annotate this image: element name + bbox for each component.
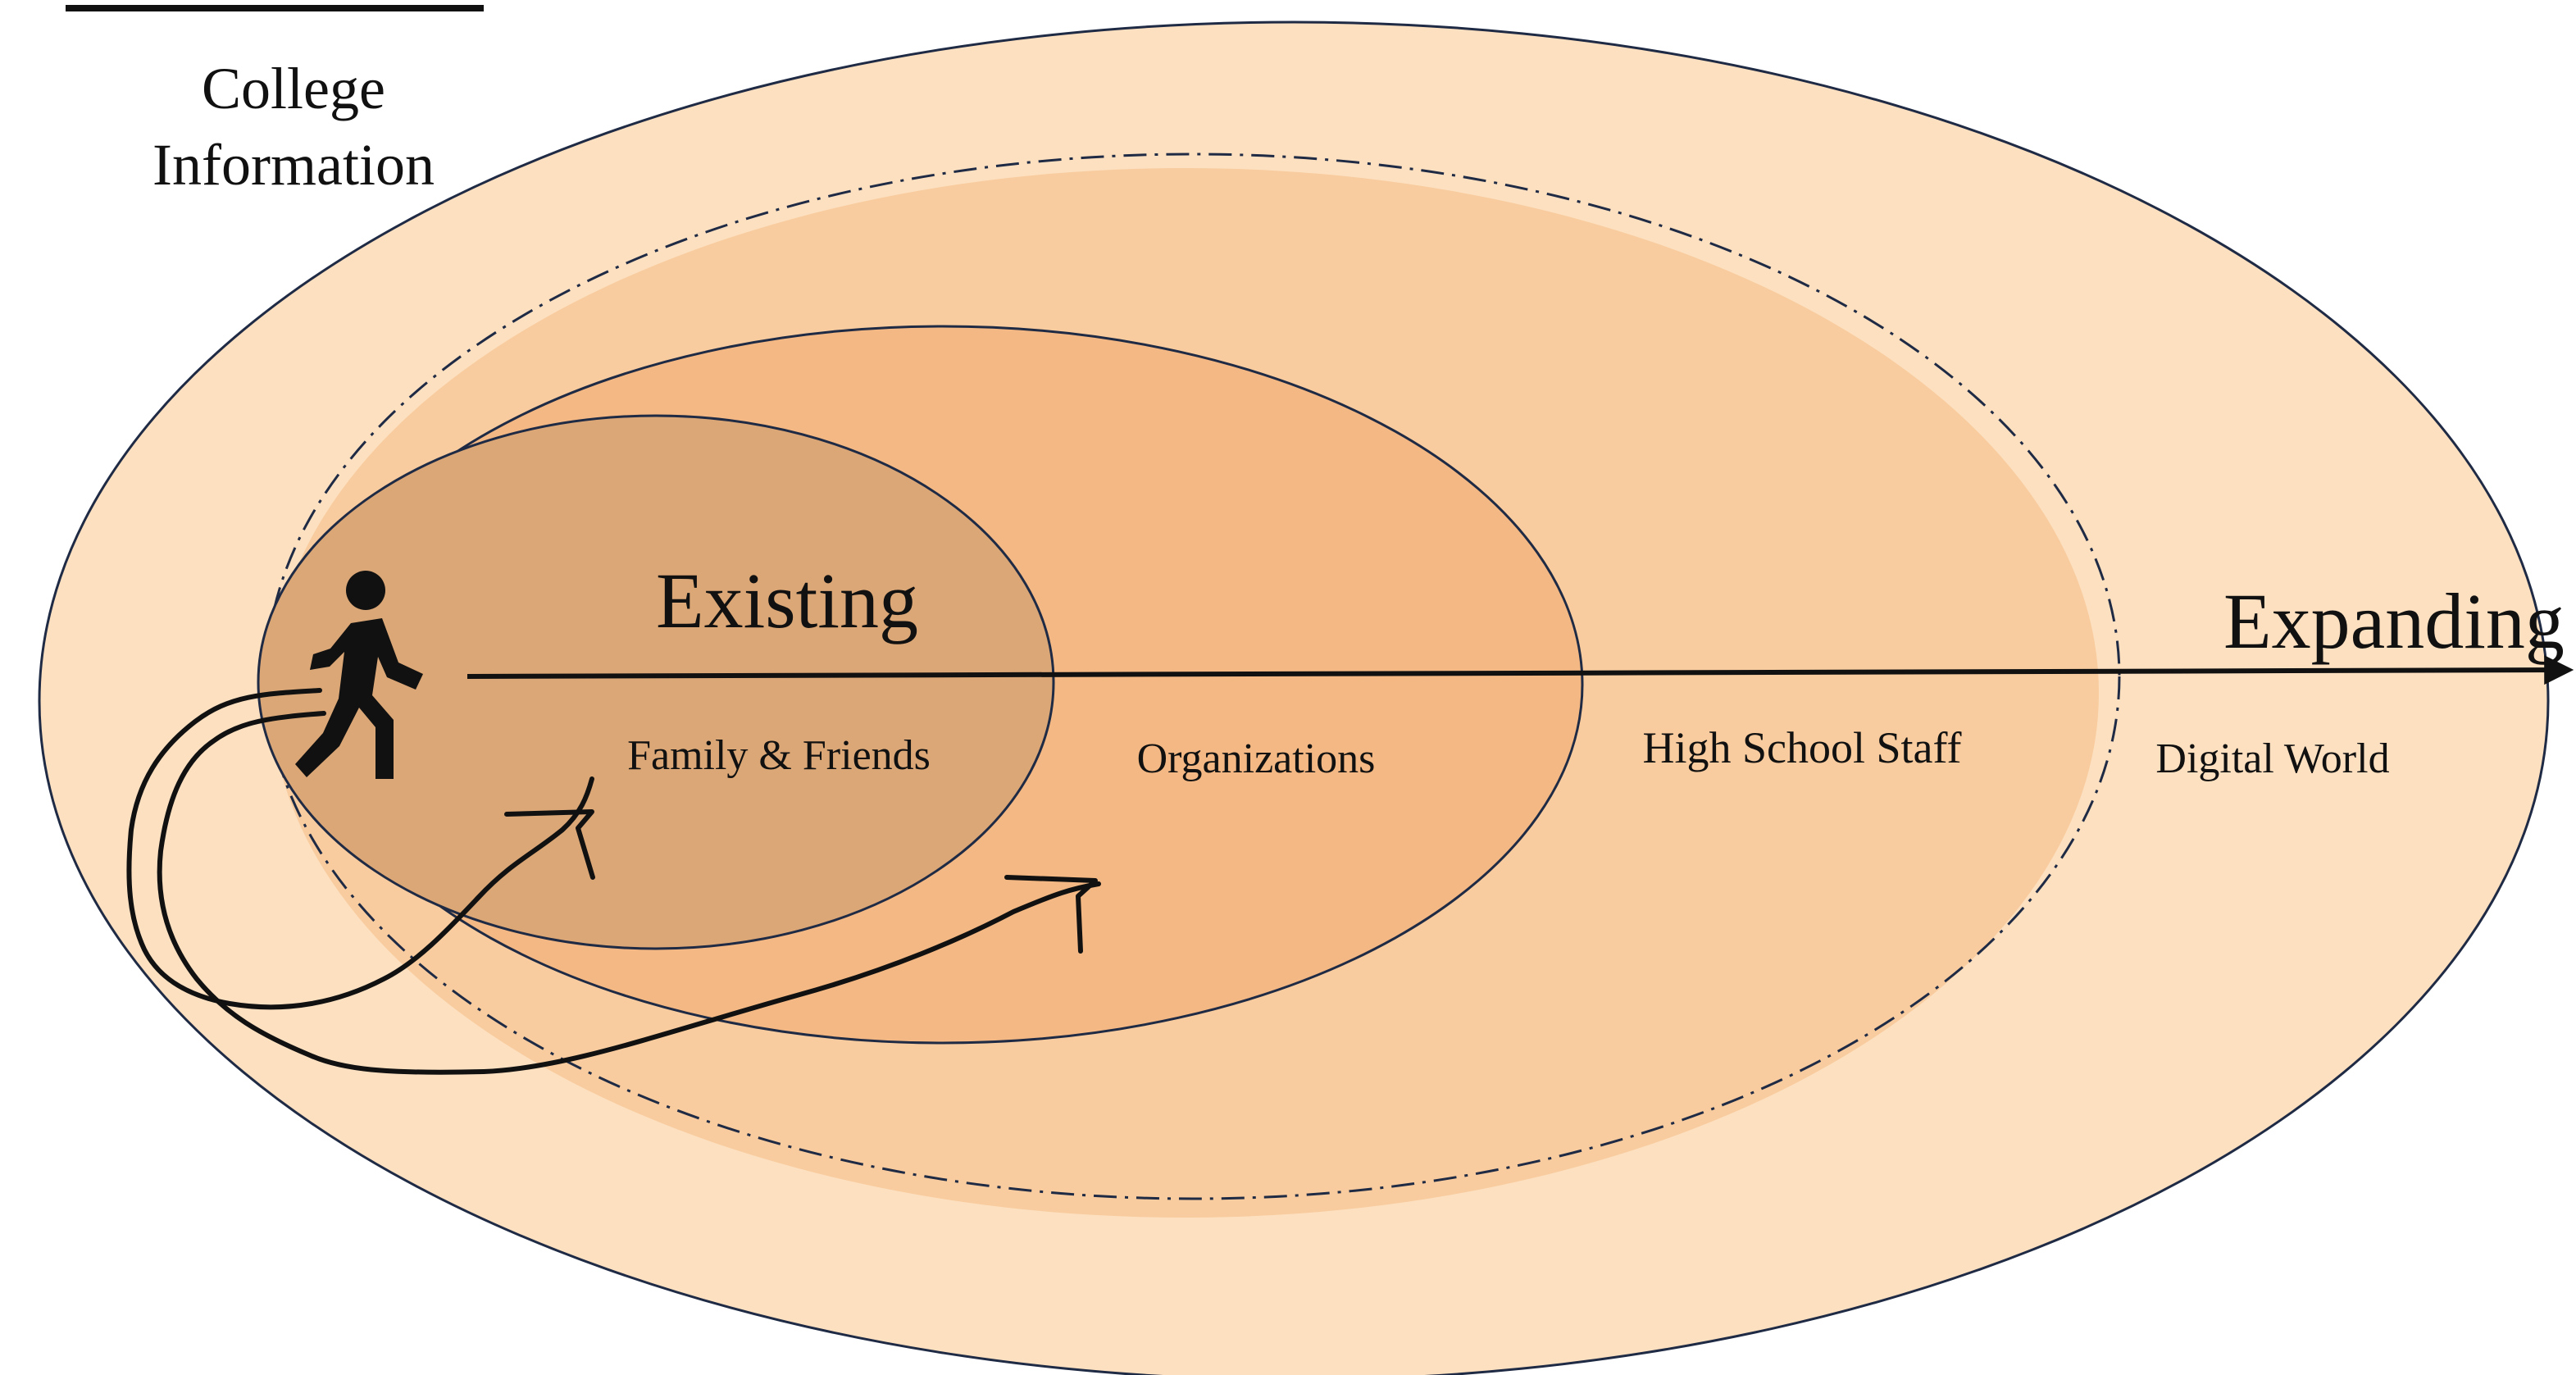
expanding-label: Expanding (2223, 577, 2565, 665)
organizations-path-arrow (157, 711, 1101, 1075)
organizations-path-arrowhead (1004, 875, 1098, 954)
family-path-arrowhead (504, 809, 595, 880)
digital-world-label: Digital World (2155, 735, 2389, 782)
walking-person-icon (295, 571, 423, 779)
family-path-arrow (126, 688, 594, 1010)
family-friends-label: Family & Friends (627, 732, 931, 779)
high-school-staff-label: High School Staff (1643, 723, 1962, 772)
family-friends-circle (257, 414, 1055, 950)
title-line-1: College (202, 56, 385, 121)
organizations-label: Organizations (1137, 735, 1376, 782)
title-line-2: Information (152, 132, 435, 198)
expansion-arrow (467, 655, 2574, 685)
existing-label: Existing (656, 557, 918, 644)
